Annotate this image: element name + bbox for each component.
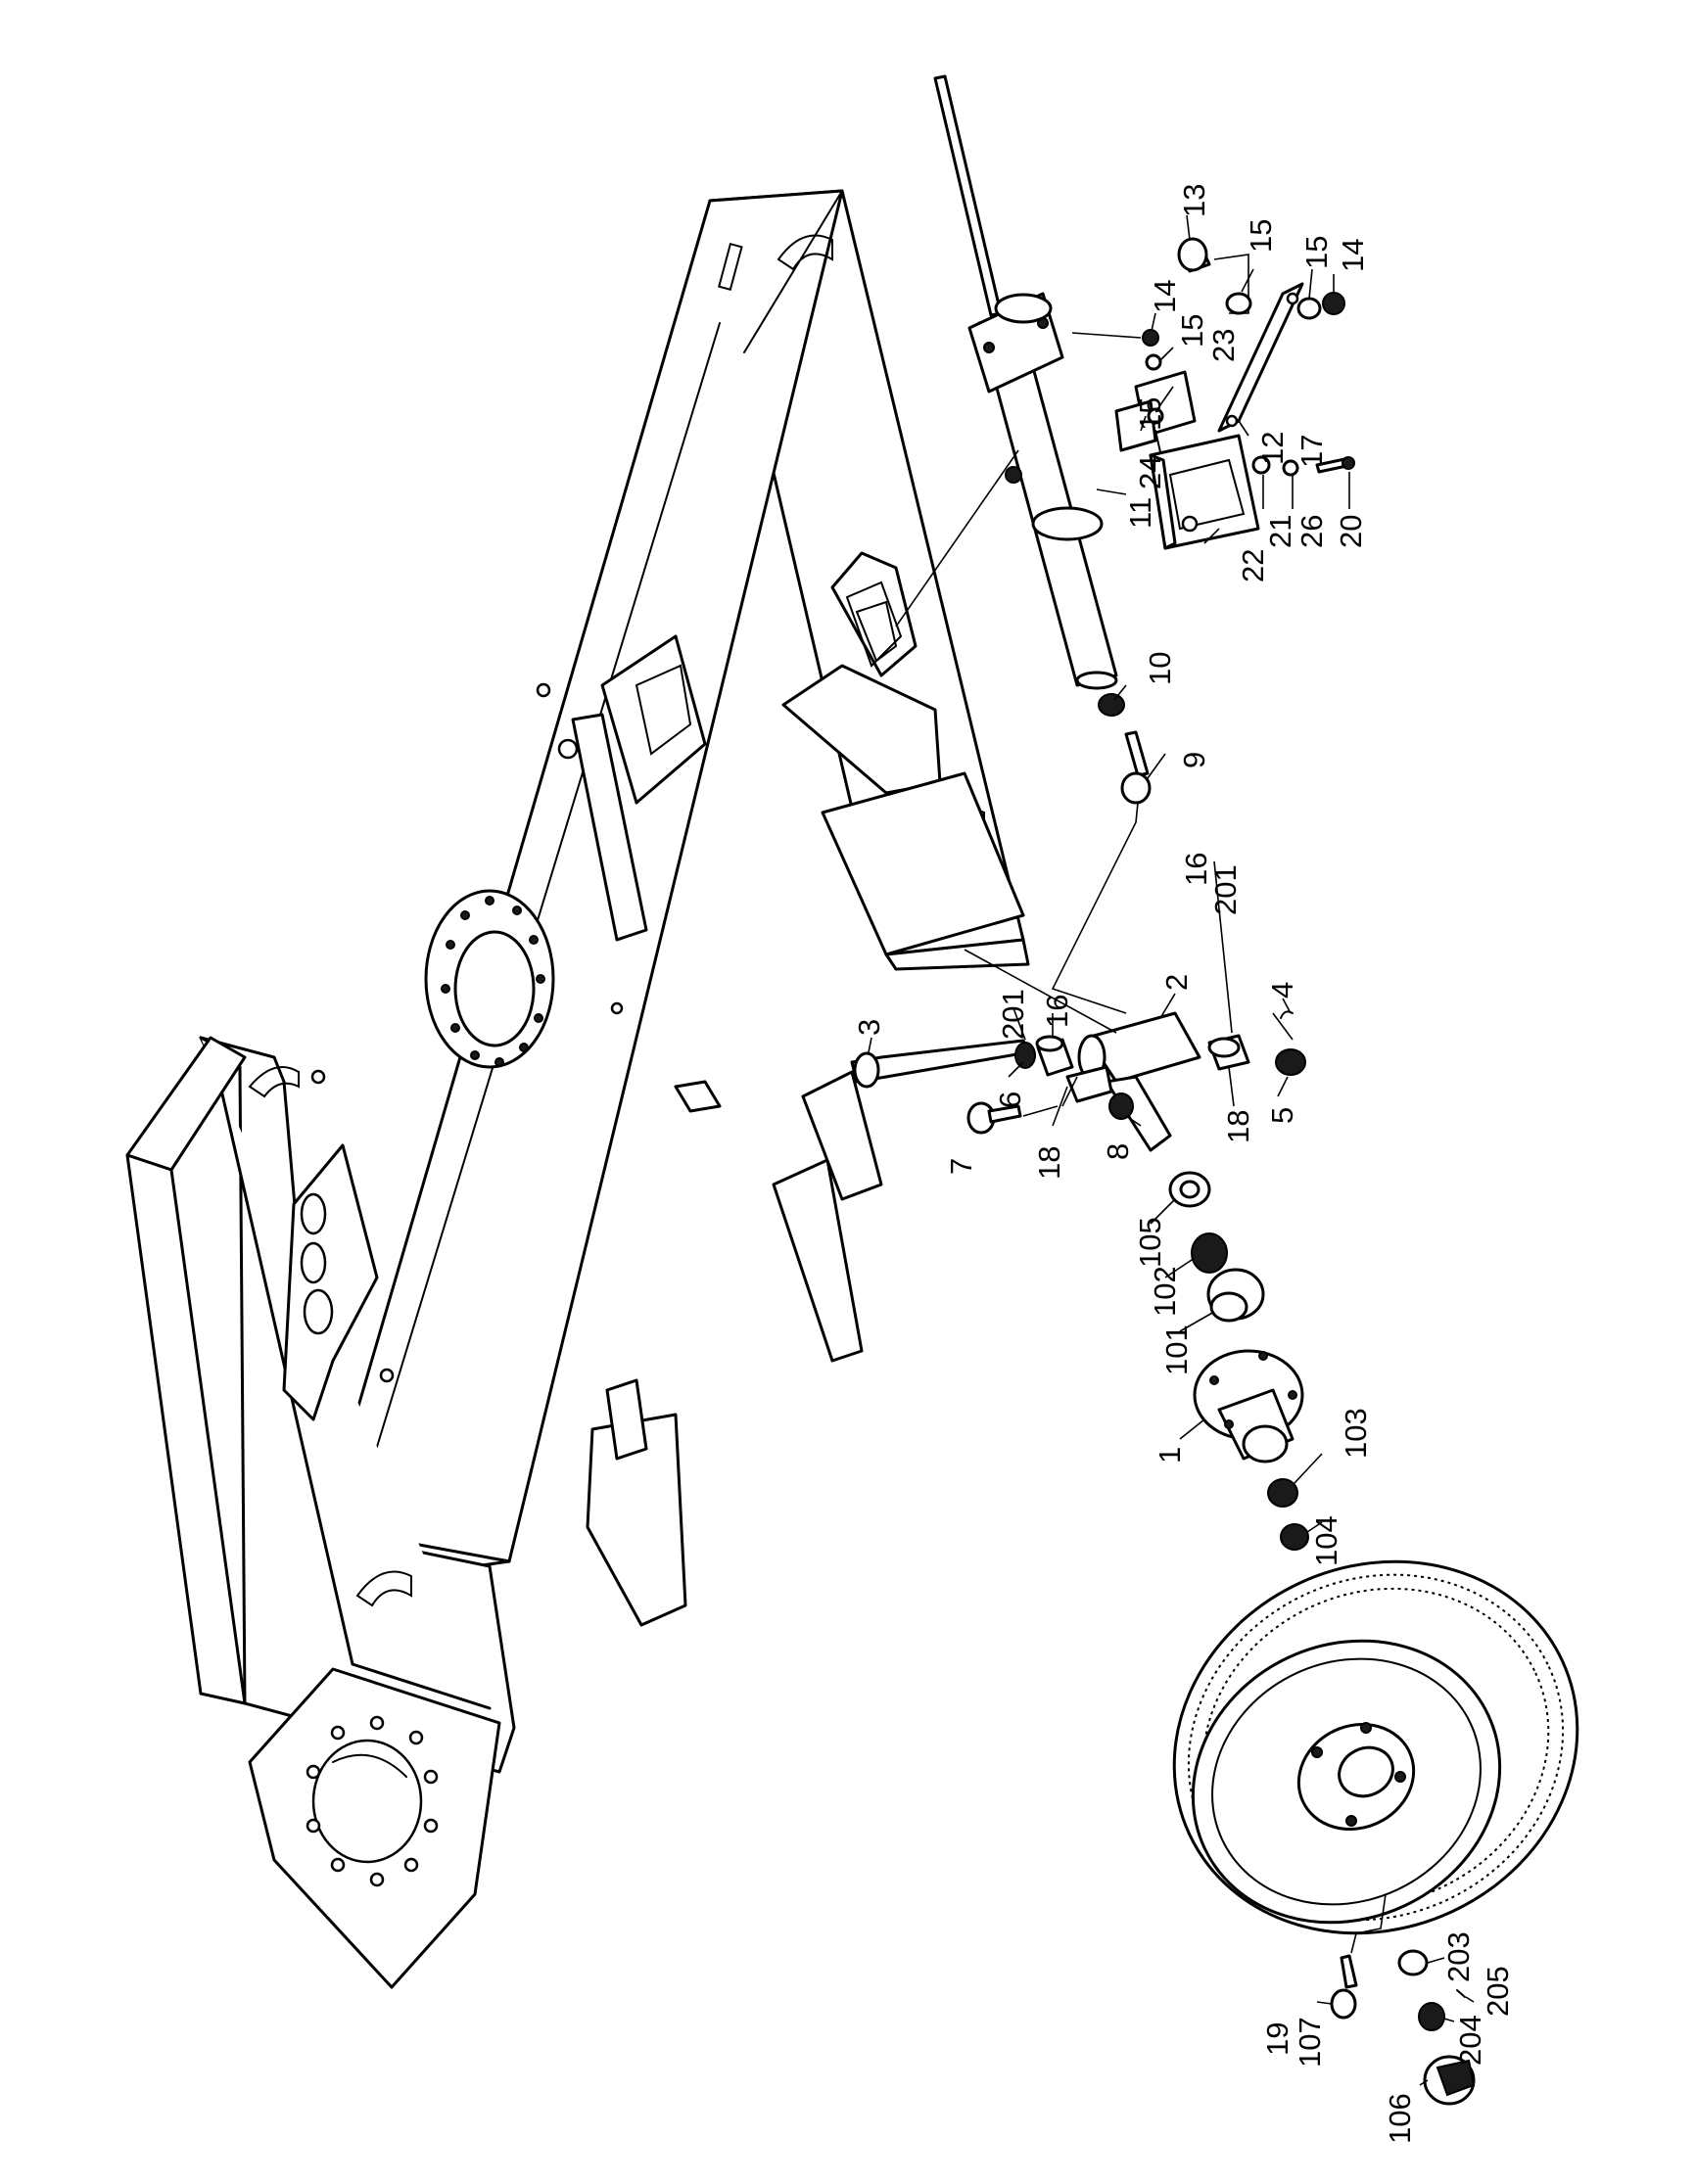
label-101: 101 (1159, 1324, 1194, 1375)
small-hardware (1051, 237, 1355, 1014)
label-22: 22 (1236, 549, 1270, 582)
label-103: 103 (1339, 1408, 1373, 1459)
label-11: 11 (1123, 497, 1157, 529)
label-102: 102 (1148, 1266, 1182, 1317)
label-15: 15 (1133, 397, 1167, 431)
chassis-frame (125, 189, 1030, 1989)
label-4: 4 (1265, 982, 1299, 999)
label-104: 104 (1309, 1515, 1343, 1566)
label-3: 3 (852, 1019, 886, 1036)
label-12: 12 (1255, 432, 1290, 465)
steering-knuckle (850, 949, 1306, 1152)
shaft-assembly (895, 74, 1118, 690)
label-10: 10 (1143, 652, 1177, 685)
label-107: 107 (1293, 2017, 1327, 2068)
label-8: 8 (1101, 1143, 1135, 1160)
label-16: 16 (1040, 995, 1074, 1028)
label-203: 203 (1441, 1931, 1476, 1982)
label-1: 1 (1153, 1447, 1187, 1464)
label-2: 2 (1159, 974, 1194, 991)
label-15: 15 (1175, 314, 1209, 348)
label-5: 5 (1265, 1107, 1299, 1124)
label-205: 205 (1481, 1966, 1515, 2017)
fork-tines (586, 1070, 883, 1627)
label-14: 14 (1336, 239, 1370, 272)
label-24: 24 (1133, 456, 1167, 489)
label-20: 20 (1334, 515, 1368, 548)
callout-labels: 13 15 15 14 14 15 23 15 24 12 17 11 22 2… (852, 184, 1515, 2144)
wheel-hardware (1330, 1893, 1476, 2106)
label-106: 106 (1383, 2093, 1417, 2144)
label-15: 15 (1244, 219, 1278, 253)
label-201: 201 (1208, 864, 1243, 915)
label-105: 105 (1133, 1217, 1167, 1268)
flange-bolt-holes (306, 1715, 439, 1887)
label-13: 13 (1177, 184, 1211, 217)
label-9: 9 (1177, 752, 1211, 768)
label-6: 6 (993, 1092, 1027, 1108)
label-21: 21 (1263, 515, 1297, 548)
label-18: 18 (1032, 1146, 1066, 1180)
label-14: 14 (1148, 280, 1182, 313)
bracket-22 (1149, 434, 1260, 550)
label-16: 16 (1179, 853, 1213, 886)
wheel-tire (1172, 1559, 1579, 1935)
label-26: 26 (1295, 515, 1329, 548)
label-201: 201 (996, 989, 1030, 1040)
bracket-23 (1114, 370, 1197, 452)
label-17: 17 (1295, 435, 1329, 468)
turntable-ring (424, 889, 555, 1069)
label-19: 19 (1260, 2022, 1295, 2056)
label-15: 15 (1299, 236, 1334, 269)
label-leaders (868, 214, 1475, 2086)
label-23: 23 (1206, 329, 1241, 362)
label-18: 18 (1221, 1110, 1255, 1143)
wheel-hub (1168, 1171, 1309, 1551)
label-204: 204 (1453, 2015, 1487, 2066)
label-7: 7 (944, 1158, 978, 1175)
